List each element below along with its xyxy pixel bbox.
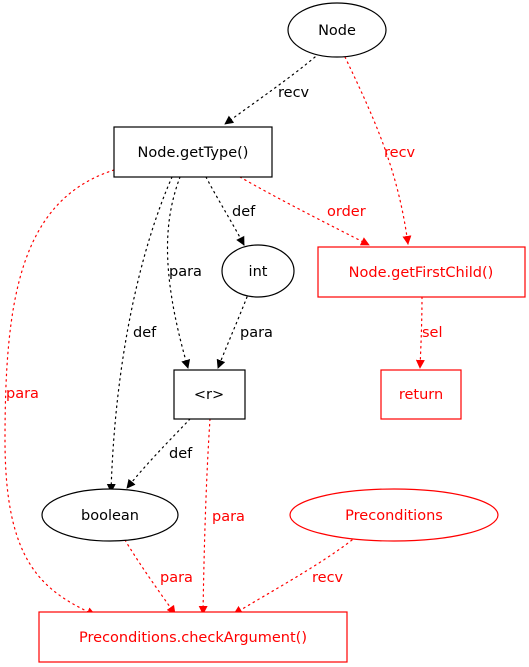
edge-r-to-checkargument: para bbox=[198, 418, 245, 615]
edge-label-para: para bbox=[6, 386, 39, 402]
node-label: int bbox=[249, 264, 268, 280]
node-r: <r> bbox=[173, 369, 246, 420]
edge-node-to-getfirstchild: recv bbox=[344, 56, 416, 245]
node-label: Node.getType() bbox=[138, 145, 249, 161]
node-preconditions: Preconditions bbox=[289, 488, 499, 542]
edge-gettype-to-r: para bbox=[166, 176, 202, 369]
edge-label-para: para bbox=[240, 325, 273, 341]
edge-label-para: para bbox=[160, 570, 193, 586]
node-label: Preconditions bbox=[345, 508, 443, 524]
node-label: Node bbox=[318, 23, 356, 39]
edge-label-def: def bbox=[169, 446, 193, 462]
node-gettype: Node.getType() bbox=[113, 126, 273, 178]
edge-r-to-boolean: def bbox=[126, 418, 193, 489]
node-label: <r> bbox=[194, 387, 224, 403]
node-label: Preconditions.checkArgument() bbox=[79, 630, 307, 646]
edge-node-to-gettype: recv bbox=[224, 56, 316, 125]
edge-label-order: order bbox=[327, 204, 366, 220]
edge-int-to-r: para bbox=[216, 296, 273, 369]
edge-label-recv: recv bbox=[384, 145, 416, 161]
node-checkargument: Preconditions.checkArgument() bbox=[38, 611, 348, 663]
edge-label-def: def bbox=[232, 204, 256, 220]
edge-label-recv: recv bbox=[278, 85, 310, 101]
node-label: return bbox=[399, 387, 443, 403]
edge-label-def: def bbox=[133, 325, 157, 341]
edge-boolean-to-checkargument: para bbox=[124, 539, 193, 615]
edge-gettype-to-boolean: def bbox=[106, 176, 173, 493]
node-label: Node.getFirstChild() bbox=[349, 265, 494, 281]
node-boolean: boolean bbox=[41, 488, 179, 542]
edge-preconditions-to-checkargument: recv bbox=[233, 539, 353, 615]
edge-label-para: para bbox=[212, 509, 245, 525]
edge-label-sel: sel bbox=[422, 325, 443, 341]
node-node: Node bbox=[287, 2, 387, 58]
node-int: int bbox=[221, 244, 295, 298]
edge-label-recv: recv bbox=[312, 570, 344, 586]
edge-getfirstchild-to-return: sel bbox=[415, 296, 443, 369]
edge-gettype-to-getfirstchild: order bbox=[239, 176, 370, 246]
node-return: return bbox=[380, 369, 462, 420]
node-getfirstchild: Node.getFirstChild() bbox=[317, 246, 526, 298]
edge-gettype-to-int: def bbox=[205, 176, 256, 246]
node-label: boolean bbox=[81, 508, 139, 524]
edge-gettype-to-checkargument: para bbox=[4, 169, 115, 616]
edge-label-para: para bbox=[169, 264, 202, 280]
